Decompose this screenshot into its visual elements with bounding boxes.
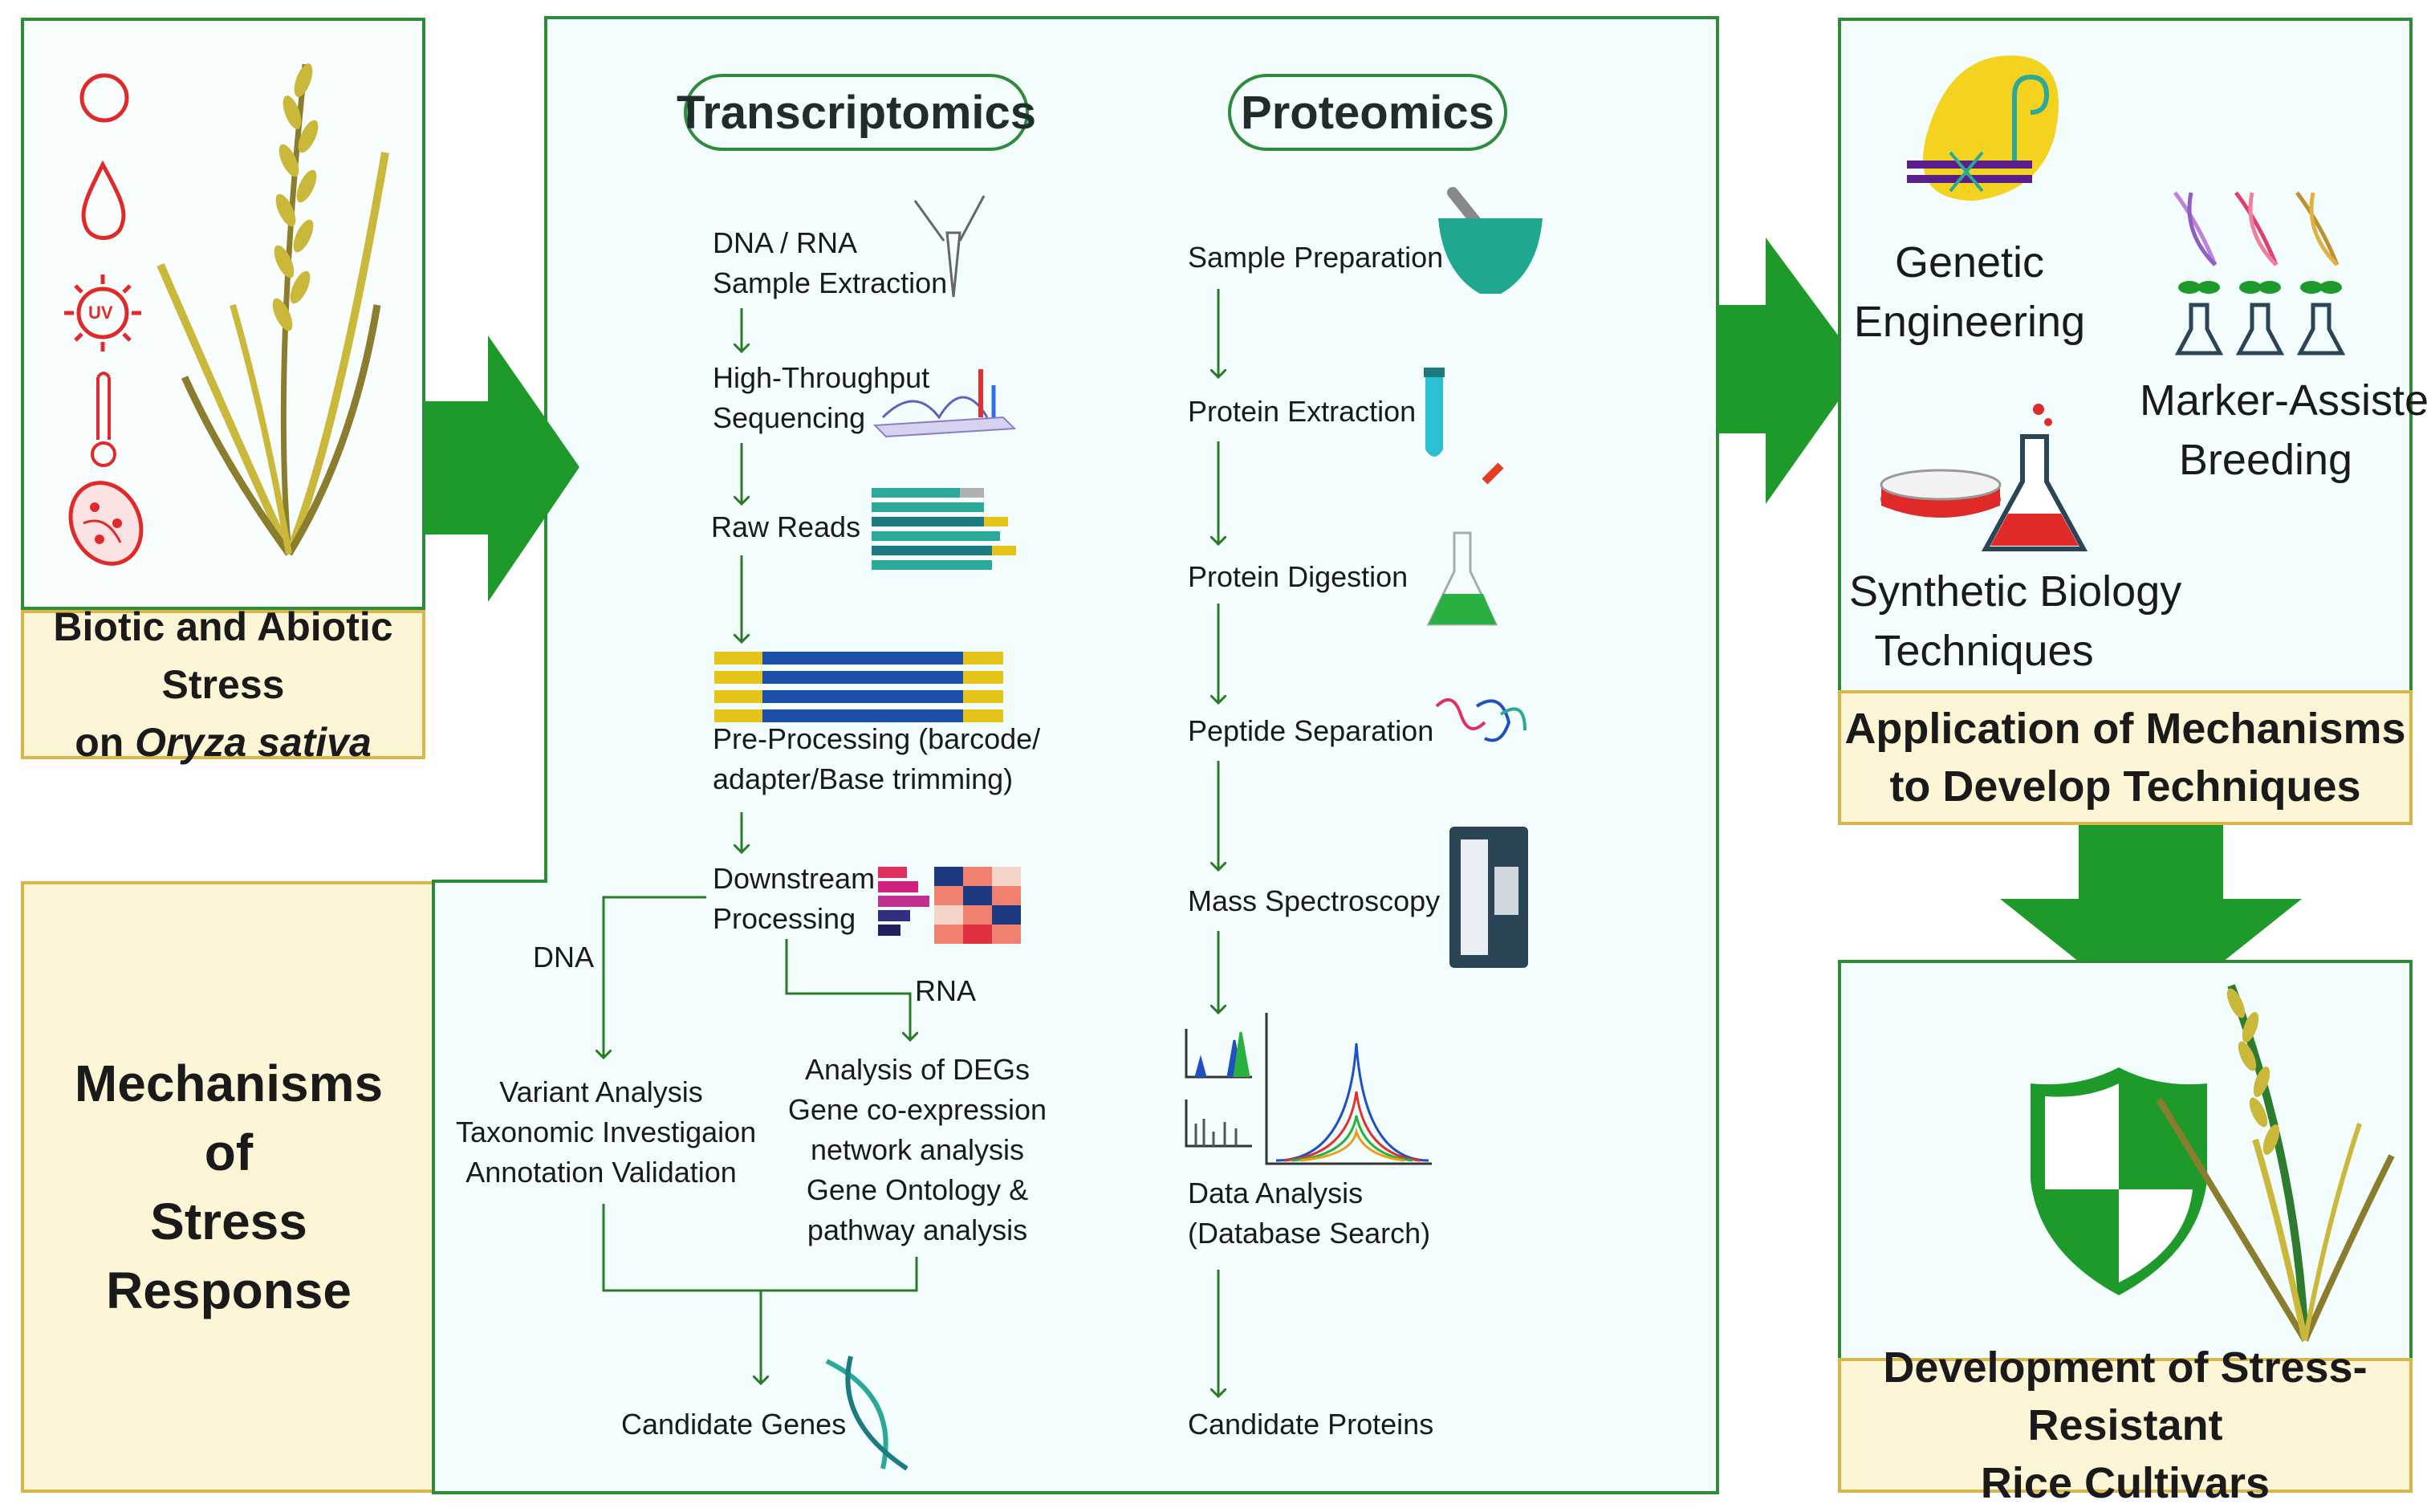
shield-icon	[2031, 1067, 2207, 1295]
stress-label: Biotic and Abiotic Stress on Oryza sativ…	[21, 604, 425, 765]
transcriptomics-title: Transcriptomics	[677, 74, 1036, 151]
heatmap-icon	[878, 867, 1021, 944]
dna-helix-icon	[825, 1356, 909, 1471]
branch-dna-label: DNA	[533, 941, 595, 973]
raw-reads-icon	[872, 488, 1016, 570]
rna-branch	[785, 939, 910, 1040]
pr-step-separation: Peptide Separation	[1188, 714, 1434, 747]
pr-step-extraction: Protein Extraction	[1188, 395, 1417, 428]
synthetic-biology-icon	[1880, 404, 2088, 551]
pr-step-sample-prep: Sample Preparation	[1188, 241, 1444, 274]
sequencing-icon	[872, 369, 1017, 438]
tx-step-downstream: Downstream Processing	[713, 862, 876, 935]
circle-stress-icon	[79, 73, 129, 123]
tx-step-sequencing: High-Throughput Sequencing	[713, 361, 930, 434]
arrow-right-1	[425, 335, 579, 602]
dna-branch	[604, 896, 706, 1058]
candidate-genes: Candidate Genes	[621, 1408, 847, 1441]
stress-label-line2: on Oryza sativa	[75, 720, 372, 765]
dna-results: Variant Analysis Taxonomic Investigaion …	[456, 1075, 757, 1189]
mechanisms-line1: Mechanisms	[74, 1055, 384, 1112]
digestion-flask-icon	[1426, 462, 1504, 626]
pr-step-digestion: Protein Digestion	[1188, 560, 1409, 593]
uv-sun-icon	[64, 274, 141, 352]
spectra-chart-icon	[1185, 1013, 1432, 1165]
development-label: Development of Stress-Resistant Rice Cul…	[1838, 1343, 2413, 1507]
genetic-engineering-icon	[1907, 55, 2059, 201]
pr-step-mass-spec: Mass Spectroscopy	[1188, 884, 1441, 917]
proteomics-title: Proteomics	[1228, 74, 1507, 151]
microbe-icon	[68, 481, 144, 566]
preprocessing-reads-icon	[714, 652, 1003, 722]
merge-left	[602, 1204, 761, 1292]
arrow-down	[2000, 825, 2302, 1019]
marker-breeding-icon	[2173, 191, 2346, 356]
uv-label: UV	[88, 303, 113, 323]
candidate-proteins: Candidate Proteins	[1188, 1408, 1434, 1441]
marker-breeding-label: Marker-Assisted Breeding	[2140, 376, 2427, 484]
mortar-pestle-icon	[1438, 187, 1543, 294]
pr-step-data-analysis: Data Analysis (Database Search)	[1188, 1177, 1431, 1250]
mechanisms-line3: Stress Response	[106, 1193, 352, 1319]
applications-label: Application of Mechanisms to Develop Tec…	[1838, 690, 2413, 825]
drop-icon	[81, 160, 126, 240]
extraction-tube-icon	[913, 195, 986, 298]
tx-step-extraction: DNA / RNA Sample Extraction	[713, 226, 948, 299]
tx-step-preprocessing: Pre-Processing (barcode/ adapter/Base tr…	[713, 722, 1041, 795]
thermometer-icon	[91, 372, 116, 467]
rna-results: Analysis of DEGs Gene co-expression netw…	[787, 1053, 1047, 1246]
protein-tube-icon	[1424, 368, 1445, 457]
species-name: Oryza sativa	[135, 720, 372, 765]
merge-right	[761, 1257, 918, 1292]
genetic-engineering-label: Genetic Engineering	[1853, 238, 2086, 346]
peptide-chain-icon	[1435, 698, 1527, 742]
arrow-right-2	[1718, 238, 1862, 504]
mechanisms-line2: of	[204, 1124, 254, 1181]
branch-rna-label: RNA	[915, 974, 977, 1007]
mechanisms-label: Mechanisms of Stress Response	[21, 881, 433, 1493]
stress-label-line1: Biotic and Abiotic Stress	[53, 604, 393, 707]
mass-spectrometer-icon	[1449, 827, 1528, 968]
rice-plant-icon	[157, 63, 389, 556]
resistant-rice-icon	[2156, 984, 2395, 1343]
tx-step-raw-reads: Raw Reads	[711, 510, 861, 543]
